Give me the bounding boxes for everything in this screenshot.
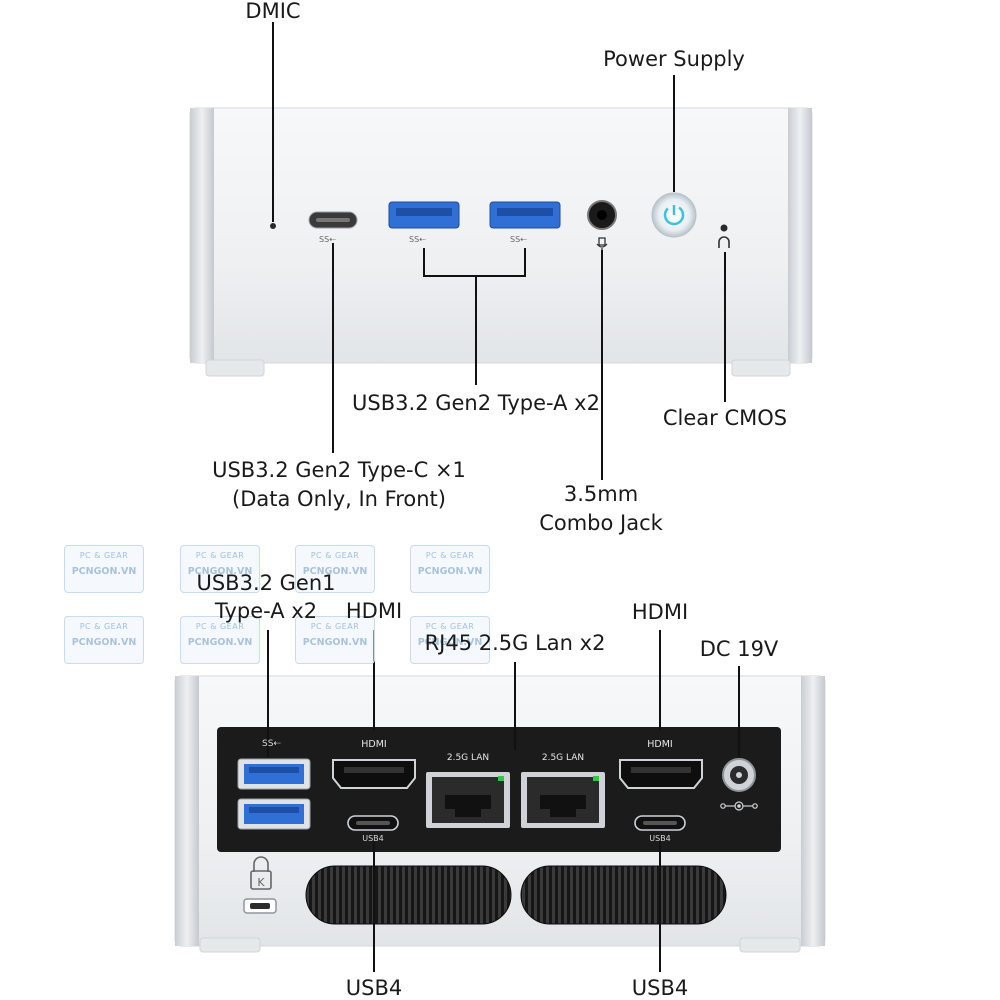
rear-device: K [174,630,826,972]
label-jack-line1: 3.5mm [563,482,639,506]
dmic-hole [270,223,276,229]
label-hdmi-left: HDMI [345,599,403,623]
panel-lan-left: 2.5G LAN [446,753,490,763]
panel-usb4-right: USB4 [649,834,671,843]
panel-hdmi-left: HDMI [361,739,387,750]
label-usb-a-front: USB3.2 Gen2 Type-A x2 [352,391,600,415]
hdmi-left-port [332,759,416,789]
label-usb4-right: USB4 [631,976,689,1000]
label-usb-gen1-line2: Type-A x2 [214,599,318,623]
label-jack-line2: Combo Jack [539,511,663,535]
front-device [189,22,813,480]
ss-mark-usb-a-1: SS⇠ [409,235,426,244]
vent-left [305,865,512,925]
label-hdmi-right: HDMI [631,600,689,624]
vent-right [520,865,727,925]
ss-mark-usb-c: SS⇠ [319,235,336,244]
panel-hdmi-right: HDMI [647,739,673,750]
cmos-icon [718,236,730,248]
clear-cmos-hole [720,224,728,232]
label-dmic: DMIC [245,0,301,23]
label-usb-c-line1: USB3.2 Gen2 Type-C ×1 [212,458,466,482]
hdmi-right-port [619,759,703,789]
label-usb4-left: USB4 [345,976,403,1000]
label-clear-cmos: Clear CMOS [662,406,788,430]
svg-text:K: K [257,876,265,889]
label-usb-c-line2: (Data Only, In Front) [232,487,446,511]
label-dc: DC 19V [699,637,779,661]
panel-ss-mark: SS⇠ [262,739,281,749]
dc-polarity-icon [720,801,758,811]
ss-mark-usb-a-2: SS⇠ [510,235,527,244]
label-usb-gen1-line1: USB3.2 Gen1 [196,571,336,595]
panel-lan-right: 2.5G LAN [541,753,585,763]
panel-usb4-left: USB4 [362,834,384,843]
kensington-lock-icon: K [250,856,272,890]
label-power-supply: Power Supply [603,47,745,71]
label-rj45: RJ45 2.5G Lan x2 [424,631,606,655]
